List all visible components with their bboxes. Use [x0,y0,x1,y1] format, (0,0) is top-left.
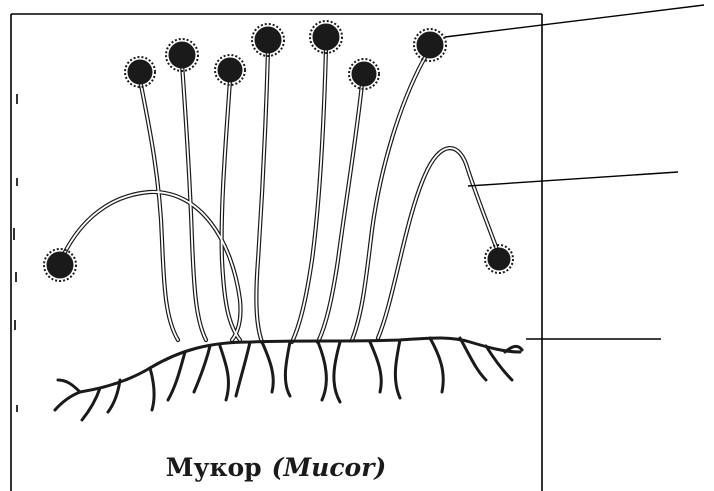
sporangium-2 [166,39,198,71]
stalk-1 [140,80,178,340]
pointer-line-sporangium [445,5,704,37]
sporangium-6 [349,59,379,89]
sporangium-left [44,249,76,281]
sporangium-5 [310,21,342,53]
stalk-right-hooked [378,148,498,338]
sporangium-3 [215,55,245,85]
sporangium-1 [125,57,155,87]
sporangium-7 [414,29,446,61]
scan-marks [14,94,17,412]
mycelium [55,338,522,420]
stalk-5 [292,48,326,342]
sporangiophores [62,48,498,342]
pointer-line-sporangiophore [468,172,678,186]
figure-frame [11,14,542,491]
caption-latin: (Mucor) [272,453,387,482]
figure-caption: Мукор (Mucor) [166,453,386,482]
sporangium-4 [252,24,284,56]
caption-name: Мукор [166,453,262,482]
stalk-left-curved [62,192,241,340]
stalk-3 [222,80,240,340]
pointer-lines [445,5,704,339]
sporangium-right [485,245,513,273]
